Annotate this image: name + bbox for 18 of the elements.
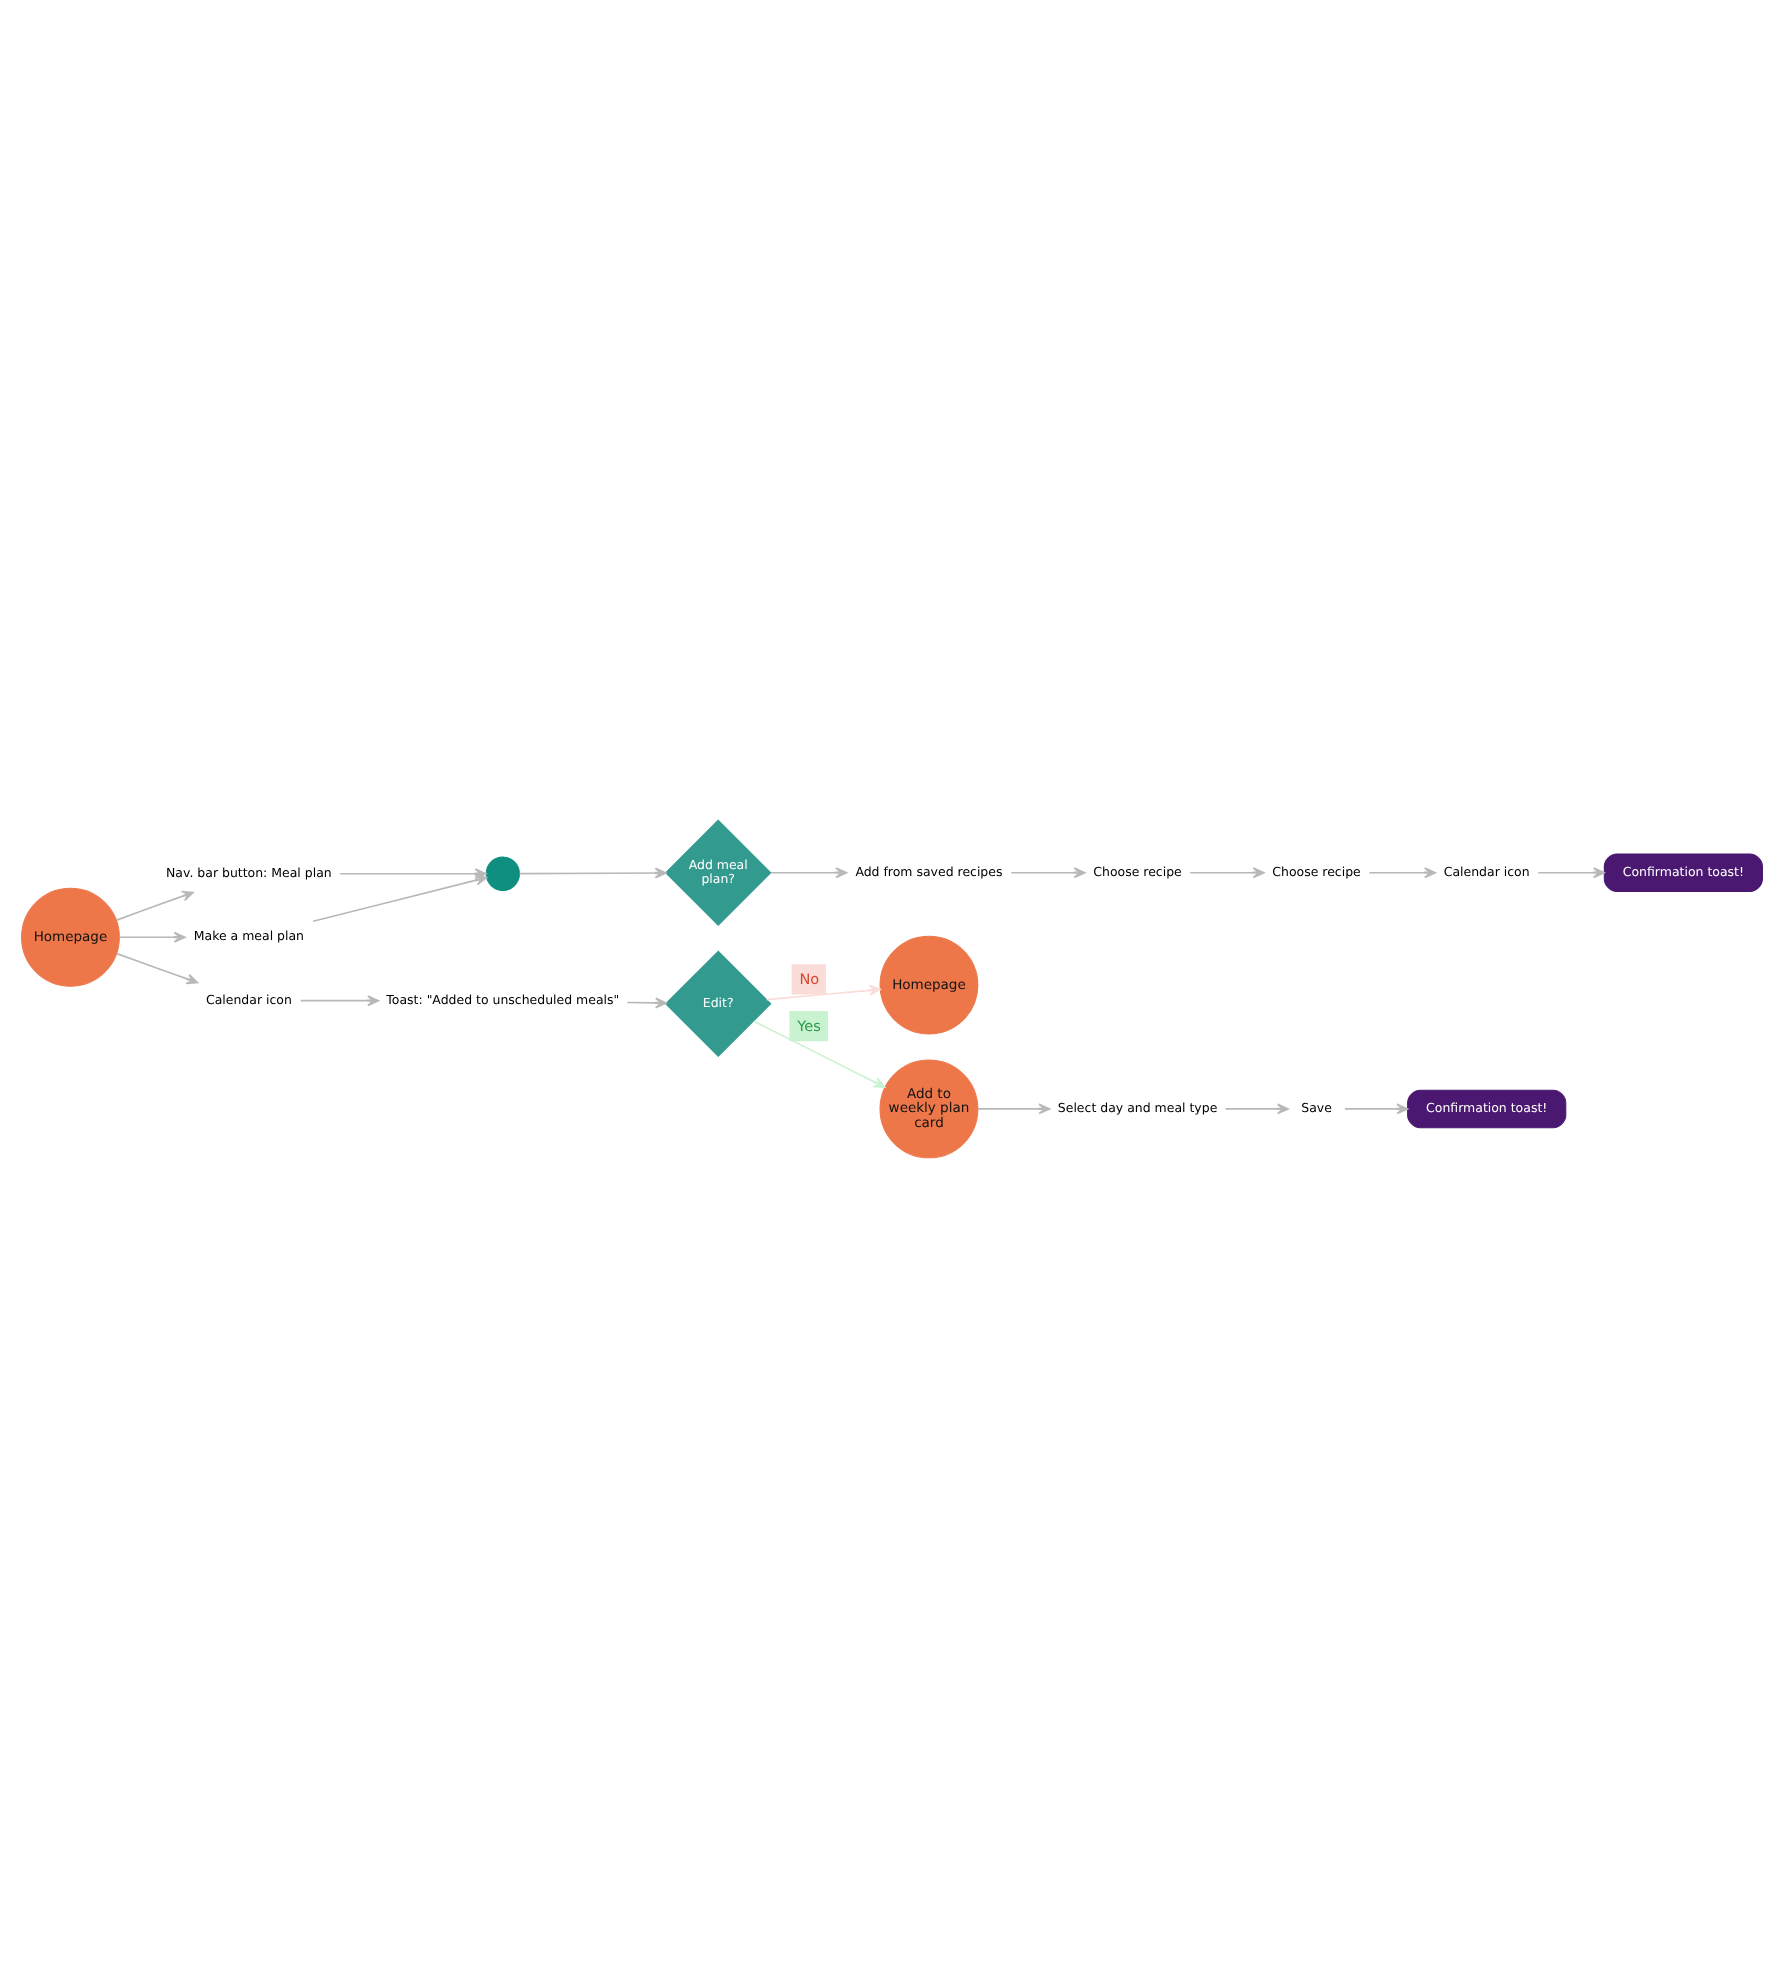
node-circle xyxy=(485,855,520,890)
arrow xyxy=(118,930,186,942)
arrow xyxy=(115,951,199,984)
arrow xyxy=(115,889,194,920)
arrow xyxy=(518,866,667,878)
arrow xyxy=(1537,866,1605,878)
arrow xyxy=(1368,866,1436,878)
arrow xyxy=(1224,1102,1289,1114)
arrow xyxy=(977,1102,1051,1114)
arrow xyxy=(312,873,488,922)
arrow xyxy=(626,996,668,1008)
arrow xyxy=(765,983,881,1000)
arrow xyxy=(1010,866,1086,878)
arrow xyxy=(752,1019,886,1087)
arrow xyxy=(1344,1102,1409,1114)
arrow xyxy=(299,994,380,1006)
arrow xyxy=(1189,866,1265,878)
arrow xyxy=(770,866,848,878)
